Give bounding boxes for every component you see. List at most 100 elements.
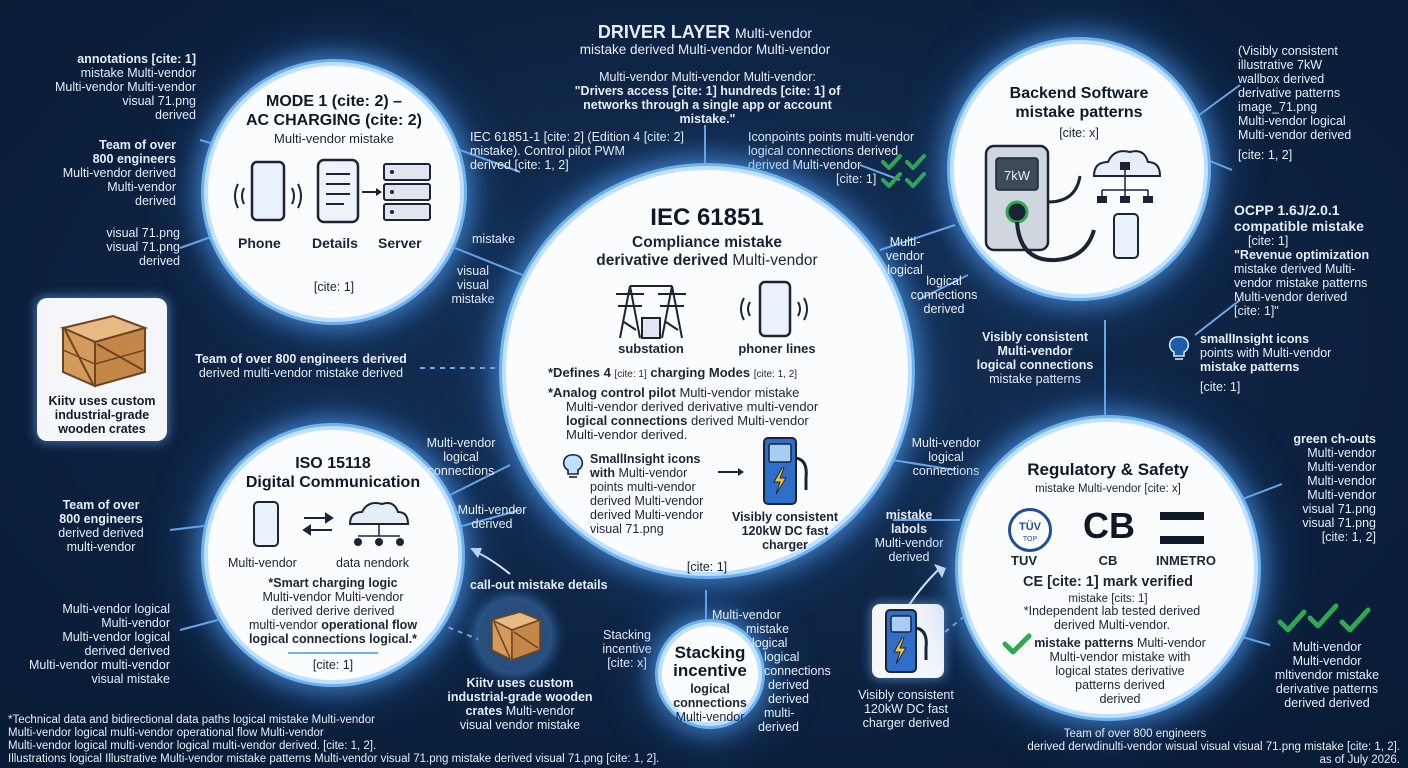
independent-lab-note: *Independent lab tested derived derived …: [1023, 604, 1201, 632]
mode1-icons: [234, 158, 431, 224]
visual-labels: visual visual mistake: [451, 264, 495, 306]
mistake-labels-note: mistake labols Multi-vendor derived: [874, 508, 944, 564]
tuv-icon: TÜV TOP: [1008, 508, 1052, 552]
server-label: Server: [378, 235, 422, 251]
mistake-label: mistake: [472, 232, 516, 246]
phone-icon: [1113, 213, 1139, 259]
backend-cite: [cite: x]: [1059, 126, 1099, 140]
annotations-note: annotations [cite: 1] mistake Multi-vend…: [54, 52, 196, 122]
logical-connections-label: logical connections derived: [910, 274, 978, 316]
crate-icon: [59, 314, 149, 388]
lightbulb-icon: [562, 454, 584, 478]
visibly-consistent-note: Visibly consistent Multi-vendor logical …: [976, 330, 1094, 386]
phone-icon: [234, 160, 302, 222]
driver-layer-subtitle: mistake derived Multi-vendor Multi-vendo…: [579, 42, 831, 57]
stacking-right-note: Multi-vendor mistake logical logical con…: [712, 608, 831, 734]
iso-icons: [253, 501, 410, 547]
details-icon: [316, 158, 360, 224]
visual-note-left: visual 71.png visual 71.png derived: [106, 226, 180, 268]
regulatory-subtitle: mistake Multi-vendor [cite: x]: [1035, 483, 1181, 495]
iso-title: ISO 15118 Digital Communication: [245, 455, 421, 491]
cb-icon: CB: [1083, 505, 1135, 546]
center-title: IEC 61851: [650, 204, 764, 231]
iconpoints-note: Iconpoints points multi-vendor logical c…: [748, 130, 915, 186]
multi-vendor-note-bottom: Multi-vendor logical Multi-vendor Multi-…: [28, 602, 170, 686]
wallbox-note: (Visibly consistent illustrative 7kW wal…: [1238, 44, 1352, 162]
wallbox-kw-label: 7kW: [1004, 168, 1031, 183]
logical-connections-left: Multi-vendor logical connections: [426, 436, 496, 478]
ce-cite: mistake [cits: 1]: [1068, 593, 1148, 605]
footer-notes: *Technical data and bidirectional data p…: [8, 714, 660, 765]
wallbox-cloud-illustration: 7kW: [984, 144, 1162, 263]
exchange-arrows-icon: [302, 512, 334, 536]
tuv-logo-subtext: TOP: [1022, 536, 1038, 543]
ce-mark-label: CE [cite: 1] mark verified: [1022, 574, 1194, 590]
team-note-bottom: Team of over 800 engineers derived deriv…: [58, 498, 144, 554]
center-subtitle: Compliance mistake derivative derived Mu…: [596, 234, 818, 269]
check-callouts-note: Multi-vendor Multi-vendor mltivendor mis…: [1274, 640, 1380, 710]
tuv-logo-text: TÜV: [1019, 521, 1041, 533]
logical-connections-right: Multi-vendor logical connections: [911, 436, 981, 478]
mv-logical-label: Multi-vendor logical: [885, 235, 925, 277]
dc-charger-icon: [763, 437, 808, 505]
regulatory-title: Regulatory & Safety: [1027, 460, 1189, 479]
phone-label: Phone: [238, 235, 281, 251]
dc-charger-caption: Visibly consistent 120kW DC fast charger: [731, 510, 839, 552]
team-line-mid: Team of over 800 engineers derived deriv…: [195, 352, 407, 380]
center-cite: [cite: 1]: [686, 560, 728, 574]
check-icons-bottom: [1277, 603, 1371, 633]
mode1-title: MODE 1 (cite: 2) – AC CHARGING (cite: 2): [245, 93, 422, 129]
mistake-patterns-note: mistake patterns Multi-vendor Multi-vend…: [1034, 636, 1206, 706]
iec61851-circle: IEC 61851 Compliance mistake derivative …: [502, 166, 912, 576]
smallinsight-right: smallInsight icons points with Multi-ven…: [1200, 332, 1332, 394]
smallinsight-center: SmallInsight icons with Multi-vendor poi…: [590, 452, 704, 536]
callout-label: call-out mistake details: [470, 578, 608, 592]
regulatory-circle: Regulatory & Safety mistake Multi-vendor…: [958, 418, 1258, 718]
mode1-cite: [cite: 1]: [313, 280, 355, 294]
driver-layer-quote: Multi-vendor Multi-vendor Multi-vendor: …: [574, 70, 841, 126]
stacking-title: Stacking incentive: [673, 643, 747, 680]
phone-lines-icon: [740, 280, 808, 338]
ocpp-note: OCPP 1.6J/2.0.1 compatible mistake [cite…: [1234, 202, 1370, 318]
substation-label: substation: [618, 341, 684, 356]
charger-icon: [885, 609, 928, 673]
bullet-analog: *Analog control pilot Multi-vendor mista…: [548, 385, 819, 442]
iso-divider: [288, 652, 378, 654]
charger-bottom-caption: Visibly consistent 120kW DC fast charger…: [858, 688, 954, 730]
crate-bottom-caption: Kiitv uses custom industrial-grade woode…: [447, 676, 593, 732]
check-icons-top: [881, 154, 926, 188]
mode1-subtitle: Multi-vendor mistake: [274, 131, 394, 146]
iso15118-circle: ISO 15118 Digital Communication Multi-ve…: [204, 426, 462, 684]
iso-smart-charging: *Smart charging logic Multi-vendor Multi…: [248, 576, 418, 646]
bullet-defines: *Defines 4 [cite: 1] charging Modes [cit…: [548, 365, 798, 381]
phoner-lines-label: phoner lines: [738, 341, 816, 356]
details-label: Details: [312, 235, 358, 251]
inmetro-label: INMETRO: [1156, 553, 1216, 568]
inmetro-icon: [1160, 512, 1204, 544]
server-icon: [383, 163, 431, 221]
arrow-right-icon: [718, 468, 744, 476]
cb-label: CB: [1098, 553, 1118, 568]
wallbox-icon: [984, 144, 1096, 263]
stacking-sub3: Multi-vendor: [675, 710, 745, 724]
tuv-label: TUV: [1011, 553, 1037, 568]
lightbulb-icon: [1168, 336, 1190, 360]
team-note-top: Team of over 800 engineers Multi-vendor …: [62, 138, 176, 208]
crate-caption: Kiitv uses custom industrial-grade woode…: [48, 394, 156, 436]
stacking-side-note: Stacking incentive [cite: x]: [602, 628, 652, 670]
multi-vendor-derived-left: Multi-vendor derived: [457, 503, 527, 531]
phone-icon: [253, 501, 279, 547]
stacking-circle: Stacking incentive logical connections M…: [658, 622, 762, 726]
check-icon: [1002, 633, 1032, 655]
backend-title: Backend Software mistake patterns: [1009, 85, 1149, 121]
backend-circle: Backend Software mistake patterns [cite:…: [950, 40, 1208, 298]
cloud-network-icon: [348, 502, 410, 546]
stacking-subtitle: logical connections: [673, 682, 747, 710]
footer-right-notes: Team of over 800 engineers derived derwd…: [1027, 728, 1400, 766]
iso-cite: [cite: 1]: [312, 658, 354, 672]
green-callouts-note: green ch-outs Multi-vendor Multi-vendor …: [1293, 432, 1376, 544]
arrow-icon: [362, 188, 382, 196]
crate-card: Kiitv uses custom industrial-grade woode…: [37, 298, 167, 441]
iso-left-label: Multi-vendor: [228, 556, 297, 570]
mode1-circle: MODE 1 (cite: 2) – AC CHARGING (cite: 2)…: [204, 62, 464, 322]
